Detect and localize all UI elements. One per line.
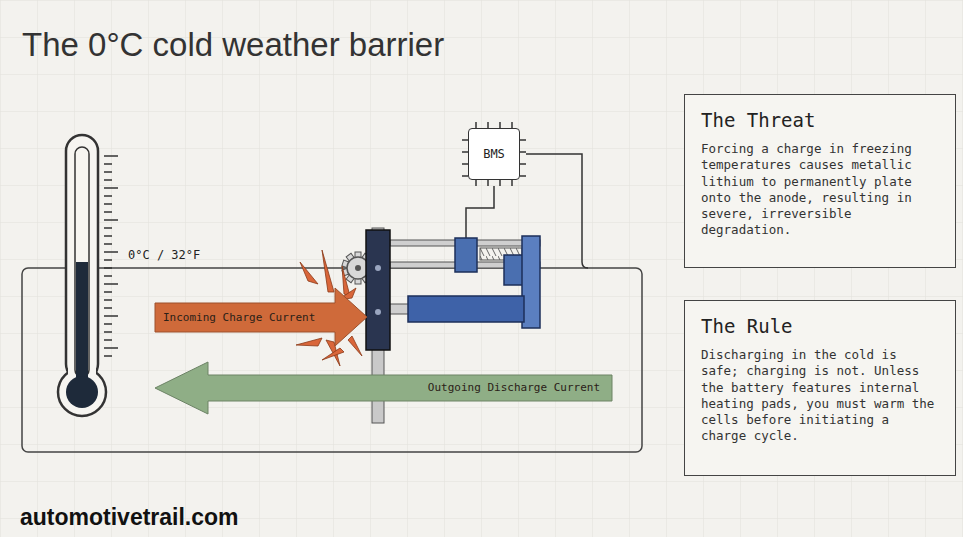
cutoff-gate	[366, 230, 390, 350]
scale-tick	[104, 347, 118, 349]
scale-tick	[104, 219, 118, 221]
chip-pins	[462, 122, 526, 186]
scale-tick	[104, 227, 112, 229]
chip-pin	[499, 180, 501, 186]
scale-tick	[104, 259, 112, 261]
charge-arrow: Incoming Charge Current	[155, 288, 367, 346]
scale-tick	[104, 275, 112, 277]
arrow-body	[155, 288, 367, 346]
scale-tick	[104, 155, 118, 157]
burst-shard	[342, 266, 350, 296]
control-wire	[466, 186, 494, 238]
burst-shard	[322, 250, 334, 292]
panel-heading: The Rule	[701, 315, 939, 337]
scale-tick	[104, 187, 118, 189]
burst-shard	[322, 348, 344, 360]
scale-tick	[104, 267, 112, 269]
chip-pin	[520, 175, 526, 177]
mercury-bulb	[66, 376, 98, 408]
scale-tick	[104, 339, 112, 341]
chip-pin	[520, 139, 526, 141]
title: The 0°C cold weather barrier	[22, 26, 444, 64]
scale-tick	[104, 331, 112, 333]
thermometer	[58, 135, 118, 416]
panel-heading: The Threat	[701, 109, 939, 131]
actuator-cylinder	[408, 296, 524, 322]
chip-pin	[487, 180, 489, 186]
chip-label: BMS	[483, 147, 505, 161]
scale-tick	[104, 203, 112, 205]
arrow-label: Outgoing Discharge Current	[428, 375, 600, 401]
threat-panel: The ThreatForcing a charge in freezing t…	[684, 94, 956, 268]
scale-tick	[104, 315, 118, 317]
chip-pin	[520, 151, 526, 153]
piston-rod	[388, 304, 410, 314]
discharge-arrow: Outgoing Discharge Current	[155, 362, 612, 414]
scale-tick	[104, 179, 112, 181]
panel-body: Discharging in the cold is safe; chargin…	[701, 347, 939, 445]
scale-tick	[104, 291, 112, 293]
mercury-column	[76, 262, 88, 392]
watermark: automotivetrail.com	[20, 504, 239, 531]
slider-block	[455, 238, 477, 272]
scale-tick	[104, 163, 112, 165]
battery-outline	[22, 268, 642, 452]
burst-shard	[300, 262, 318, 284]
nut-block	[504, 255, 524, 285]
chip-pin	[520, 163, 526, 165]
gear-hub	[355, 265, 361, 271]
thermometer-scale	[104, 156, 118, 356]
scale-tick	[104, 243, 112, 245]
chip-pin	[475, 180, 477, 186]
bms-chip: BMS	[468, 128, 520, 180]
scale-tick	[104, 307, 112, 309]
scale-tick	[104, 211, 112, 213]
scale-tick	[104, 195, 112, 197]
chip-pin	[511, 180, 513, 186]
scale-tick	[104, 171, 112, 173]
scale-tick	[104, 355, 112, 357]
scale-tick	[104, 299, 112, 301]
scale-tick	[104, 251, 118, 253]
gate-pivot	[375, 265, 381, 271]
arrow-label: Incoming Charge Current	[163, 303, 315, 332]
scale-tick	[104, 235, 112, 237]
panel-body: Forcing a charge in freezing temperature…	[701, 141, 939, 239]
temperature-label: 0°C / 32°F	[128, 248, 200, 262]
burst-shard	[348, 336, 362, 356]
burst-shard	[296, 338, 322, 346]
scale-tick	[104, 283, 118, 285]
rule-panel: The RuleDischarging in the cold is safe;…	[684, 300, 956, 476]
arrow-body	[155, 362, 612, 414]
scale-tick	[104, 323, 112, 325]
gate-pin	[375, 309, 381, 315]
